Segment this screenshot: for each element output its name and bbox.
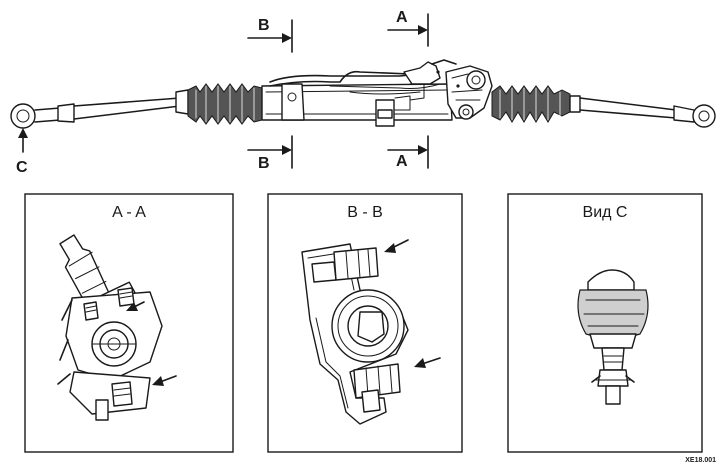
view-marker-c: C	[16, 128, 28, 176]
left-tie-rod-end	[10, 103, 75, 129]
view-c-label: C	[16, 159, 28, 176]
section-b-label-bottom: B	[258, 155, 270, 172]
panel-section-aa: A - A	[24, 193, 234, 453]
left-rubber-boot	[187, 83, 263, 125]
rack-housing	[261, 69, 453, 127]
panel-view-c: Вид C	[507, 193, 703, 453]
section-b-label: B	[258, 17, 270, 34]
panel-section-bb: B - B	[267, 193, 463, 453]
section-marker-b-bottom: B	[247, 135, 293, 172]
right-tie-rod-end	[686, 104, 716, 128]
pinion-valve-housing	[403, 59, 493, 120]
section-marker-b-top: B	[247, 17, 293, 53]
reference-code: XE18.001	[685, 457, 716, 464]
steering-rack-assembly	[10, 59, 716, 129]
section-marker-a-bottom: A	[387, 135, 429, 170]
left-tie-rod	[73, 89, 189, 120]
section-a-label-bottom: A	[396, 153, 408, 170]
section-marker-a-top: A	[387, 9, 429, 47]
panel-aa-title: A - A	[112, 204, 146, 221]
right-rubber-boot	[491, 85, 571, 123]
section-a-label: A	[396, 9, 408, 26]
right-tie-rod	[569, 95, 695, 123]
panel-bb-title: B - B	[347, 204, 383, 221]
panel-c-title: Вид C	[583, 204, 628, 221]
